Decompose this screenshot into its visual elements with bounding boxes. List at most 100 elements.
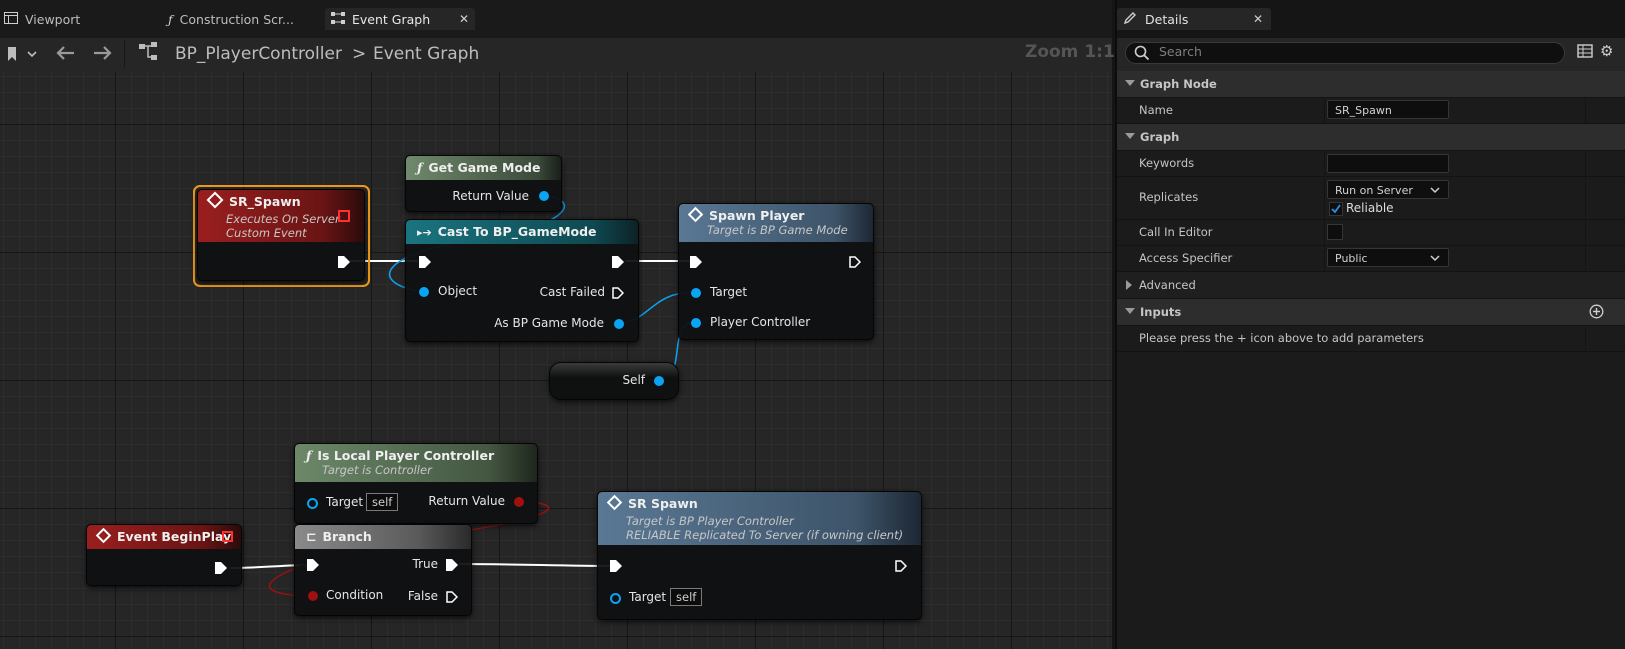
bool-pin[interactable] [308, 591, 318, 601]
node-cast-to-bp-gamemode[interactable]: ▸➔Cast To BP_GameMode Object Cast Failed… [405, 219, 639, 342]
bookmark-icon[interactable] [6, 45, 38, 66]
blueprint-graph-icon [138, 42, 160, 65]
search-input[interactable]: Search [1125, 42, 1565, 64]
call-in-editor-checkbox[interactable] [1327, 224, 1343, 240]
pin-label-target: Target [326, 495, 364, 509]
pin-label-player-controller: Player Controller [710, 315, 811, 329]
property-row-keywords: Keywords [1117, 150, 1625, 177]
breadcrumb-graph[interactable]: Event Graph [373, 44, 480, 64]
branch-icon: ⊏ [306, 529, 317, 544]
node-subtitle: Target is BP Player Controller [626, 514, 794, 528]
node-sr-spawn-event[interactable]: SR_Spawn Executes On Server Custom Event [197, 189, 365, 281]
exec-pin[interactable] [307, 559, 319, 571]
details-panel: Details ✕ Search ⚙ Graph Node Name SR_Sp… [1115, 0, 1625, 649]
exec-pin[interactable] [419, 256, 431, 268]
breadcrumb-blueprint[interactable]: BP_PlayerController [175, 44, 342, 64]
chevron-down-icon [1125, 133, 1135, 139]
object-pin[interactable] [691, 288, 701, 298]
exec-pin[interactable] [610, 560, 622, 572]
property-label: Access Specifier [1139, 251, 1233, 265]
delegate-pin-icon[interactable] [338, 210, 350, 222]
node-title: Spawn Player [709, 208, 805, 223]
category-label: Inputs [1140, 305, 1182, 319]
self-default-value[interactable]: self [366, 493, 399, 511]
property-row-call-in-editor: Call In Editor [1117, 219, 1625, 246]
exec-pin[interactable] [338, 256, 350, 268]
delegate-pin-icon[interactable] [222, 531, 233, 542]
graph-toolbar [0, 38, 1112, 73]
exec-pin[interactable] [215, 562, 227, 574]
node-self[interactable]: Self [549, 362, 679, 400]
object-pin-unconnected[interactable] [610, 593, 621, 604]
exec-pin[interactable] [895, 560, 907, 572]
object-pin-unconnected[interactable] [307, 498, 318, 509]
exec-pin[interactable] [849, 256, 861, 268]
document-tab-bar: Viewport ƒ Construction Scr... Event Gra… [0, 0, 1112, 38]
object-pin[interactable] [539, 191, 549, 201]
node-subtitle: Target is Controller [322, 463, 432, 477]
category-advanced[interactable]: Advanced [1117, 272, 1625, 299]
close-icon[interactable]: ✕ [1252, 12, 1263, 26]
category-graph[interactable]: Graph [1117, 124, 1625, 151]
gear-icon[interactable]: ⚙ [1600, 42, 1614, 60]
name-field[interactable]: SR_Spawn [1327, 100, 1449, 119]
node-subtitle: Executes On Server [226, 212, 340, 226]
bool-pin[interactable] [514, 497, 524, 507]
category-inputs[interactable]: Inputs [1117, 299, 1625, 326]
back-arrow-icon[interactable] [54, 44, 76, 65]
add-parameter-icon[interactable] [1589, 304, 1604, 322]
column-divider [1324, 245, 1325, 271]
details-tab-label: Details [1145, 11, 1189, 27]
object-pin[interactable] [654, 376, 664, 386]
pin-label-true: True [412, 557, 439, 571]
function-icon: ƒ [168, 11, 173, 27]
search-placeholder: Search [1159, 44, 1202, 59]
property-label: Replicates [1139, 190, 1199, 204]
function-diamond-icon [606, 494, 623, 511]
column-divider [1585, 245, 1586, 271]
object-pin[interactable] [614, 319, 624, 329]
close-icon[interactable]: ✕ [458, 12, 469, 26]
object-pin[interactable] [419, 287, 429, 297]
pin-label-cast-failed: Cast Failed [539, 285, 605, 299]
chevron-down-icon [1125, 80, 1135, 86]
node-title: Get Game Mode [428, 160, 541, 175]
tab-viewport[interactable]: Viewport [4, 8, 154, 30]
tab-event-graph[interactable]: Event Graph ✕ [325, 8, 475, 30]
property-row-name: Name SR_Spawn [1117, 97, 1625, 124]
access-specifier-dropdown[interactable]: Public [1327, 248, 1449, 267]
pin-label-self: Self [622, 373, 645, 387]
toolbar-divider [124, 40, 125, 68]
exec-pin[interactable] [612, 287, 624, 299]
category-graph-node[interactable]: Graph Node [1117, 71, 1625, 98]
inputs-hint-text: Please press the + icon above to add par… [1139, 331, 1424, 345]
node-branch[interactable]: ⊏Branch True Condition False [294, 524, 472, 616]
column-divider [1585, 177, 1586, 219]
tab-construction-script[interactable]: ƒ Construction Scr... [168, 8, 318, 30]
property-matrix-icon[interactable] [1577, 43, 1593, 62]
exec-pin[interactable] [446, 591, 458, 603]
forward-arrow-icon[interactable] [92, 44, 114, 65]
chevron-down-icon [1430, 249, 1440, 268]
search-icon [1134, 45, 1150, 64]
keywords-field[interactable] [1327, 154, 1449, 173]
exec-pin[interactable] [690, 256, 702, 268]
node-spawn-player[interactable]: Spawn Player Target is BP Game Mode Targ… [678, 203, 874, 340]
self-default-value[interactable]: self [670, 588, 703, 606]
node-event-beginplay[interactable]: Event BeginPlay [86, 524, 242, 586]
pin-label-target: Target [629, 590, 667, 604]
reliable-checkbox[interactable] [1329, 202, 1343, 216]
exec-pin[interactable] [446, 559, 458, 571]
node-subtitle: RELIABLE Replicated To Server (if owning… [626, 528, 904, 542]
node-title: SR_Spawn [229, 194, 301, 209]
reliable-label: Reliable [1346, 201, 1394, 215]
replicates-dropdown[interactable]: Run on Server [1327, 180, 1449, 199]
object-pin[interactable] [691, 318, 701, 328]
column-divider [1585, 219, 1586, 245]
tab-details[interactable]: Details ✕ [1117, 8, 1271, 30]
exec-pin[interactable] [612, 256, 624, 268]
node-sr-spawn-call[interactable]: SR Spawn Target is BP Player Controller … [597, 491, 922, 620]
